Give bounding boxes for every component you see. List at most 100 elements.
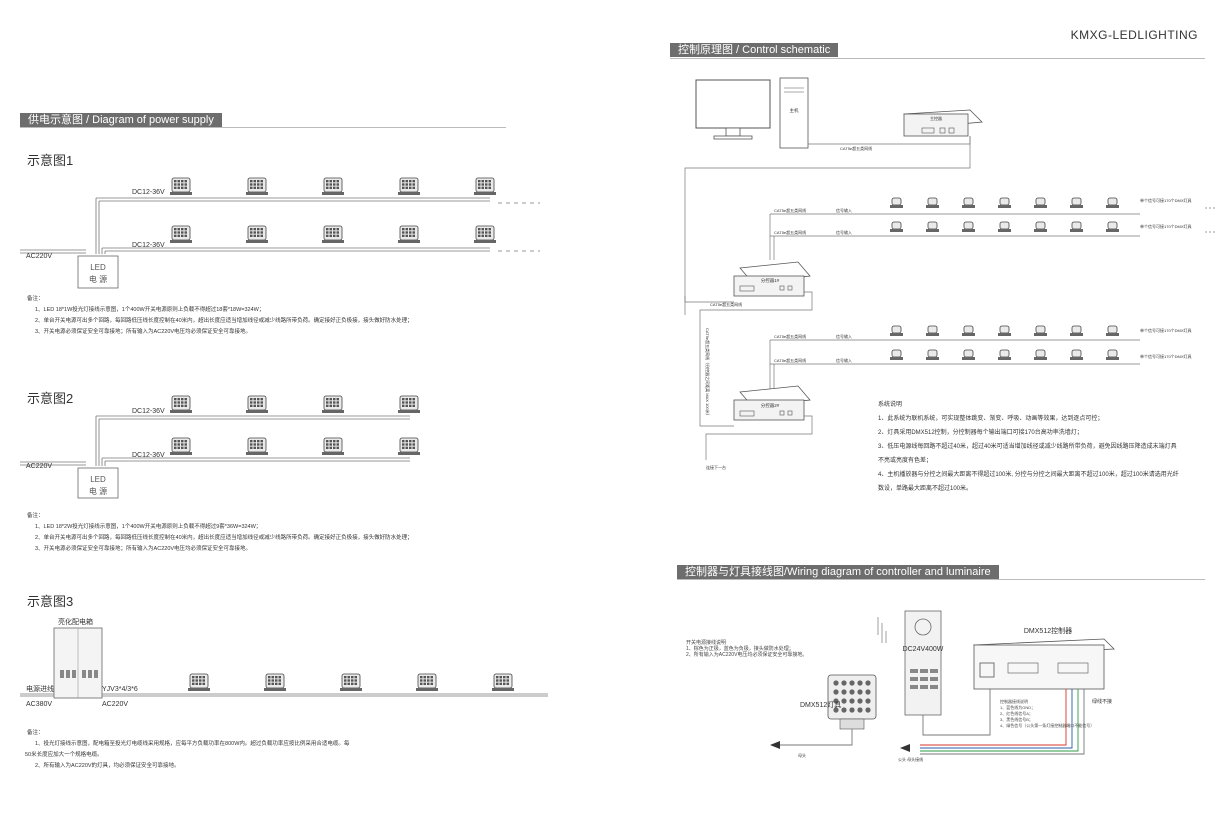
connector-arrows (770, 741, 910, 752)
splitter-2-icon: 分控器2# (733, 385, 811, 421)
diagram1-drawing: LED 电 源 DC12-36V DC12-36V AC220V (20, 177, 540, 289)
note-line: 1、投光灯接线示意图，配电箱至投光灯电缆线采用规格，应每平方负载功率在800W内… (35, 741, 350, 747)
wiring-drawing: DC24V400W DMX512控制器 DMX512灯具 绿线不接 控制器接线说… (770, 610, 1115, 762)
floodlight-icon (398, 437, 420, 455)
floodlight-icon (1106, 197, 1119, 208)
diagram2-notes: 备注： 1、LED 18*2W投光灯接线示意图，1个400W开关电源原则上负载不… (27, 511, 413, 555)
system-note-line: 1、此系统为联机系统，可实现整体跳变、渐变、呼吸、动画等效果，达到逐点可控； (878, 416, 1104, 422)
controller-note-line: 控制器接线说明 (1000, 698, 1028, 704)
psu-label-2: 电 源 (89, 486, 107, 496)
section-divider (20, 127, 506, 128)
notes-title: 备注： (27, 296, 44, 302)
note-line: 50米长度应加大一个规格电缆。 (25, 752, 103, 758)
note-line: 2、所有输入为AC220V的灯具，均必须保证安全可靠接地。 (35, 763, 180, 769)
switch-note-line: 1、棕色为正极，蓝色为负极，接头做防水处理； (686, 646, 794, 652)
floodlight-icon (170, 177, 192, 195)
signal-in-label: 信号输入 (836, 229, 852, 235)
floodlight-icon (1070, 221, 1083, 232)
notes-title: 备注： (27, 730, 44, 736)
cat5-label: CAT5e超五类网线 (774, 229, 806, 235)
diagram2-drawing: LED 电 源 DC12-36V DC12-36V AC220V (20, 395, 420, 499)
cat5-label: CAT5e超五类网线 (774, 333, 806, 339)
diagram3-notes: 备注： 1、投光灯接线示意图，配电箱至投光灯电缆线采用规格，应每平方负载功率在8… (25, 728, 350, 772)
bottom-label: 母头 (798, 752, 806, 758)
floodlight-icon (1106, 325, 1119, 336)
system-note-line: 2、灯具采用DMX512控制，分控制器每个输出端口可接170台高功率洗墙灯； (878, 430, 1083, 436)
next-unit-label: 连接下一台 (706, 464, 726, 470)
notes-title: 备注： (27, 513, 44, 519)
diagram1-title: 示意图1 (27, 153, 74, 168)
fixture-label: DMX512灯具 (800, 700, 841, 709)
floodlight-icon (340, 673, 362, 691)
diagram2-wires (20, 415, 410, 466)
note-line: 2、单台开关电源可出多个回路，每回路低压线长度控制在40米内，超出长度应适当增加… (35, 535, 413, 541)
floodlight-icon (1070, 197, 1083, 208)
dc-label-top: DC12-36V (132, 189, 165, 196)
system-note-line: 不亮或亮度有色差； (878, 458, 933, 464)
floodlight-icon (998, 349, 1011, 360)
floodlight-icon (474, 177, 496, 195)
splitter-1-label: 分控器1# (761, 277, 780, 284)
splitter-2-label: 分控器2# (761, 402, 780, 409)
floodlight-icon (1070, 325, 1083, 336)
dmx-controller-icon (973, 638, 1115, 690)
switch-notes: 开关电源接线说明 1、棕色为正极，蓝色为负极，接头做防水处理； 2、所有输入为A… (686, 640, 807, 658)
floodlight-icon (890, 197, 903, 208)
floodlight-icon (264, 673, 286, 691)
vertical-note: CAT5e超五类网线（分控器之间距离 MAX 100米） (705, 328, 711, 418)
system-note-line: 3、低压电源线每回路不超过40米，超过40米可适当增加线径或减少线路所带负荷，避… (878, 444, 1177, 450)
row-tail-note: 单个信号可接170个DMX灯具 (1140, 223, 1192, 229)
floodlight-icon (398, 177, 420, 195)
psu-model-label: DC24V400W (903, 646, 944, 653)
master-controller-icon: 主控器 (903, 109, 983, 137)
floodlight-icon (890, 325, 903, 336)
floodlight-icon (246, 225, 268, 243)
floodlight-icon (998, 221, 1011, 232)
floodlight-icon (1034, 197, 1047, 208)
controller-note-line: 1、蓝色线为GND； (1000, 704, 1035, 710)
floodlight-icon (998, 325, 1011, 336)
wiring-section-title: 控制器与灯具接线图/Wiring diagram of controller a… (677, 565, 999, 579)
diagram3-title: 示意图3 (27, 594, 74, 609)
floodlight-icon (962, 221, 975, 232)
input-label: 电源进线 (26, 684, 54, 693)
distribution-box-label: 亮化配电箱 (58, 617, 93, 626)
note-line: 1、LED 18*1W投光灯接线示意图，1个400W开关电源原则上负载不得超过1… (35, 307, 265, 313)
floodlight-icon (322, 437, 344, 455)
diagram1-notes: 备注： 1、LED 18*1W投光灯接线示意图，1个400W开关电源原则上负载不… (27, 294, 413, 338)
floodlight-icon (1070, 349, 1083, 360)
floodlight-icon (322, 177, 344, 195)
floodlight-icon (890, 221, 903, 232)
floodlight-icon (170, 395, 192, 413)
ac-label: AC220V (26, 253, 52, 260)
floodlight-icon (926, 197, 939, 208)
floodlight-icon (998, 197, 1011, 208)
dc-label-top: DC12-36V (132, 408, 165, 415)
power-supply-unit-icon: DC24V400W (903, 610, 944, 716)
psu-label-2: 电 源 (89, 274, 107, 284)
cat5-label: CAT5e超五类网线 (774, 207, 806, 213)
note-line: 1、LED 18*2W投光灯接线示意图，1个400W开关电源原则上负载不得超过9… (35, 524, 262, 530)
floodlight-icon (188, 673, 210, 691)
master-label: 主控器 (930, 115, 942, 121)
floodlight-icon (474, 225, 496, 243)
floodlight-icon (322, 395, 344, 413)
diagram3-drawing: 亮化配电箱 电源进线 AC380V YJV3*4/3*6 AC220V (20, 617, 548, 708)
floodlight-icon (246, 395, 268, 413)
controller-note-line: 4、绿色信号（公头第一条灯接控制器端口不能信号） (1000, 722, 1094, 728)
floodlight-icon (890, 349, 903, 360)
bottom-label: 公头 母头接线 (898, 756, 923, 762)
cable-label: YJV3*4/3*6 (102, 686, 138, 693)
section-divider (677, 579, 1205, 580)
floodlight-icon (492, 673, 514, 691)
diagram1-wires (20, 197, 540, 254)
floodlight-icon (926, 325, 939, 336)
signal-in-label: 信号输入 (836, 207, 852, 213)
dc-label-bottom: DC12-36V (132, 242, 165, 249)
monitor-icon (695, 79, 771, 140)
floodlight-icon (962, 349, 975, 360)
note-line: 3、开关电源必须保证安全可靠接地；所有输入为AC220V电压均必须保证安全可靠接… (35, 546, 252, 552)
floodlight-icon (246, 437, 268, 455)
dmx-fixture-icon (827, 674, 877, 730)
splitter-1-icon: 分控器1# (733, 261, 811, 297)
